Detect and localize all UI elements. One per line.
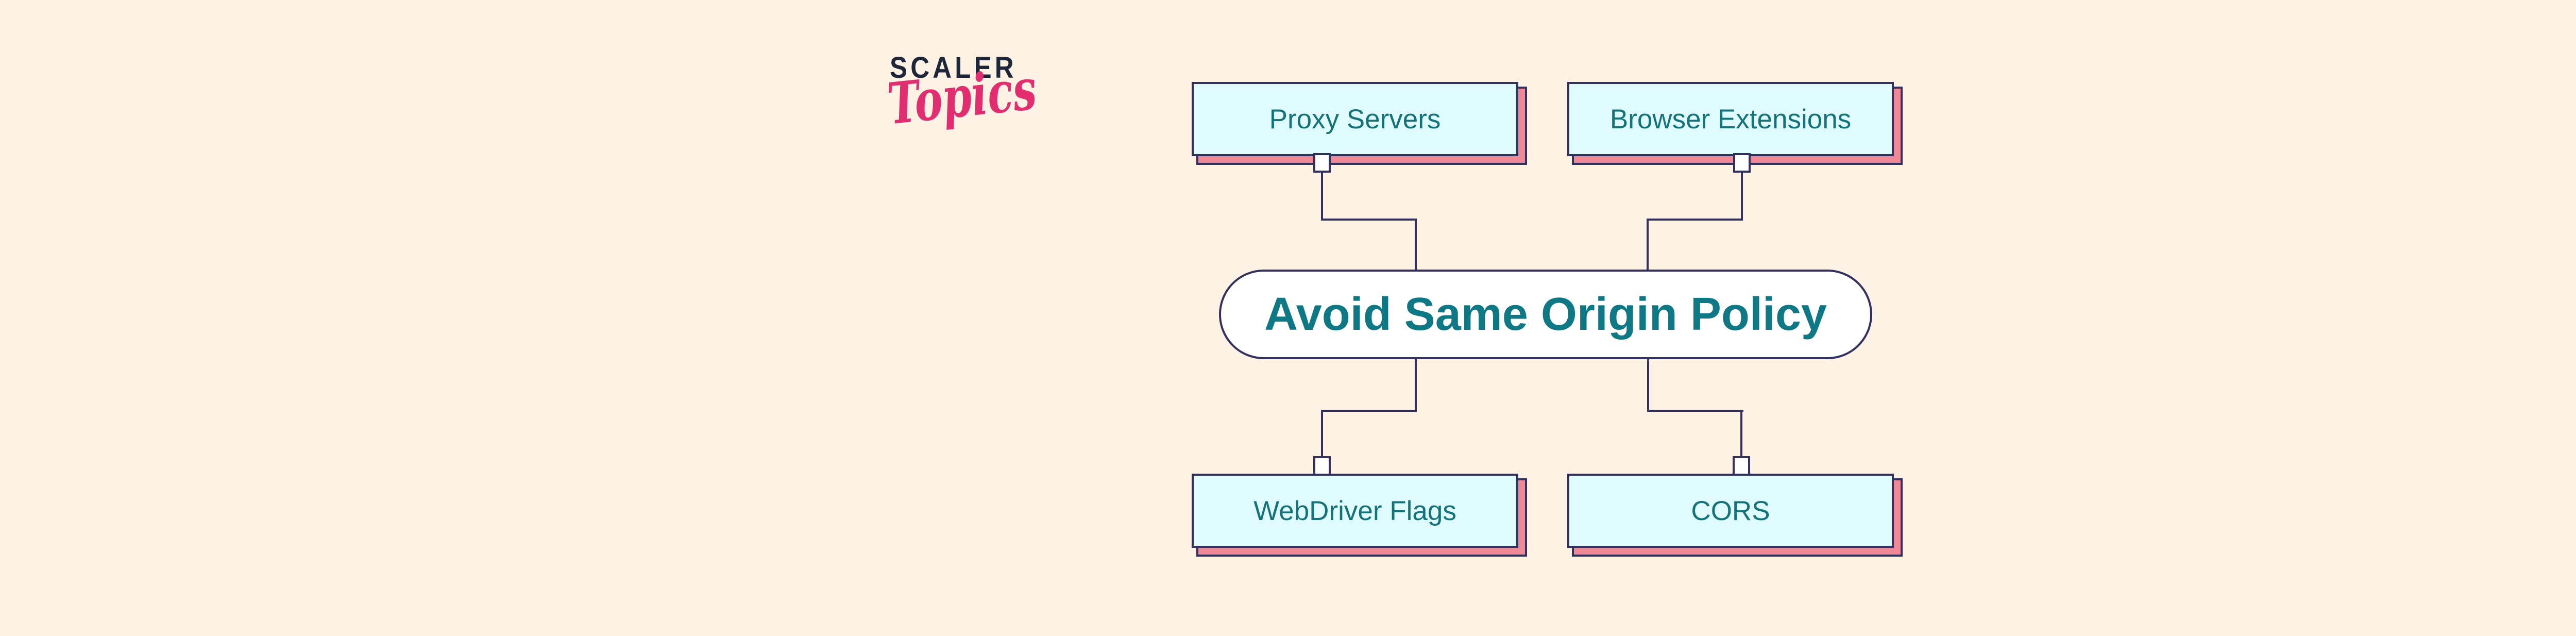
connector-line xyxy=(1741,171,1743,220)
logo-brand-text: SCALER xyxy=(890,51,1017,85)
scaler-topics-logo: SCALER Topics xyxy=(885,51,1044,185)
connector-line xyxy=(1321,219,1417,221)
connector-line xyxy=(1321,171,1323,220)
connector-line xyxy=(1740,410,1742,458)
node-label: Proxy Servers xyxy=(1269,104,1441,135)
node-webdriver-flags: WebDriver Flags xyxy=(1192,474,1518,548)
node-label: Browser Extensions xyxy=(1609,104,1852,135)
connector-line xyxy=(1647,410,1743,412)
connector-line xyxy=(1647,219,1743,221)
connector-line xyxy=(1415,359,1417,412)
node-label: WebDriver Flags xyxy=(1253,495,1456,526)
connector-stub xyxy=(1733,153,1751,173)
connector-stub xyxy=(1313,456,1331,476)
connector-line xyxy=(1321,410,1417,412)
central-node-label: Avoid Same Origin Policy xyxy=(1264,288,1827,340)
connector-line xyxy=(1321,410,1323,458)
node-browser-extensions: Browser Extensions xyxy=(1567,82,1894,156)
node-proxy-servers: Proxy Servers xyxy=(1192,82,1518,156)
connector-stub xyxy=(1313,153,1331,173)
node-cors: CORS xyxy=(1567,474,1894,548)
connector-line xyxy=(1647,219,1649,270)
node-label: CORS xyxy=(1691,495,1770,526)
connector-line xyxy=(1647,359,1649,412)
connector-stub xyxy=(1733,456,1750,476)
central-node-avoid-same-origin-policy: Avoid Same Origin Policy xyxy=(1219,270,1872,359)
connector-line xyxy=(1415,219,1417,270)
